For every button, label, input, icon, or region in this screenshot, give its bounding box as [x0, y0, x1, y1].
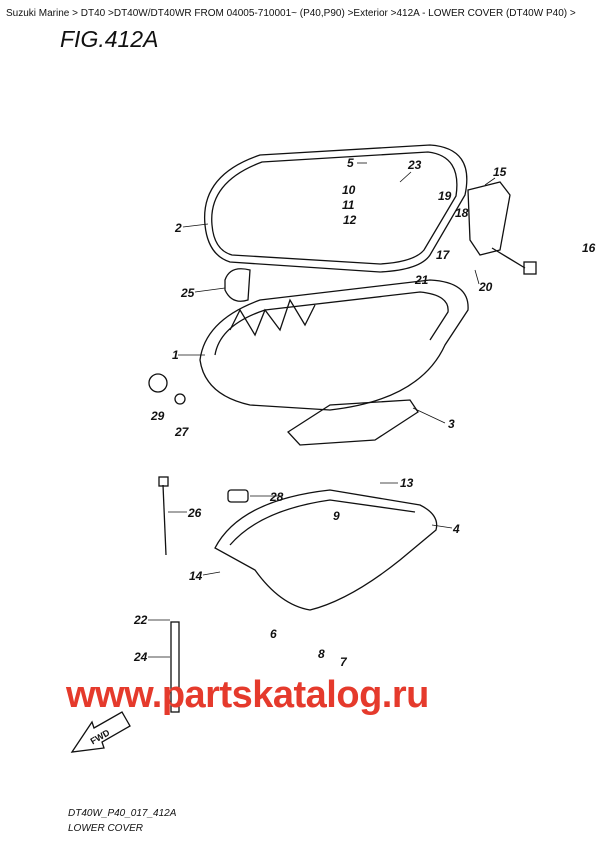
part-label-18[interactable]: 18 [455, 206, 469, 220]
grommet-29 [148, 373, 168, 393]
breadcrumb: Suzuki Marine > DT40 >DT40W/DT40WR FROM … [6, 8, 576, 20]
seal-ring [203, 144, 468, 273]
crumb-suzuki-marine[interactable]: Suzuki Marine [6, 8, 70, 19]
part-label-13[interactable]: 13 [400, 476, 414, 490]
crumb-model[interactable]: DT40W/DT40WR FROM 04005-710001~ (P40,P90… [113, 8, 345, 19]
bolt [491, 247, 526, 269]
grommet [224, 268, 251, 302]
part-label-20[interactable]: 20 [478, 280, 493, 294]
bracket [467, 181, 511, 256]
part-label-19[interactable]: 19 [438, 189, 452, 203]
plug-27 [174, 393, 186, 405]
crumb-sep: > [108, 8, 114, 19]
part-label-10[interactable]: 10 [342, 183, 356, 197]
part-label-21[interactable]: 21 [414, 273, 429, 287]
part-label-28[interactable]: 28 [269, 490, 284, 504]
figure-title: FIG.412A [60, 26, 159, 52]
crumb-exterior[interactable]: Exterior [353, 8, 388, 19]
fwd-arrow-icon [70, 711, 131, 753]
part-label-23[interactable]: 23 [407, 158, 422, 172]
part-label-2[interactable]: 2 [174, 221, 182, 235]
crumb-dt40[interactable]: DT40 [80, 8, 106, 19]
part-label-15[interactable]: 15 [493, 165, 507, 179]
part-label-6[interactable]: 6 [270, 627, 277, 641]
part-label-1[interactable]: 1 [172, 348, 179, 362]
part-label-24[interactable]: 24 [133, 650, 148, 664]
plug [227, 489, 249, 503]
part-label-5[interactable]: 5 [347, 156, 354, 170]
part-labels: 1 2 3 4 5 6 7 8 9 10 11 12 13 14 15 16 1… [89, 156, 596, 746]
cable-tie [162, 484, 167, 556]
part-label-8[interactable]: 8 [318, 647, 325, 661]
part-label-14[interactable]: 14 [189, 569, 203, 583]
part-label-22[interactable]: 22 [133, 613, 148, 627]
part-label-29[interactable]: 29 [150, 409, 165, 423]
hose [170, 621, 180, 713]
drawing-caption: LOWER COVER [68, 823, 144, 834]
crumb-sep: > [72, 8, 78, 19]
gasket [286, 399, 419, 446]
lower-cover-upper [199, 279, 469, 411]
part-label-27[interactable]: 27 [174, 425, 190, 439]
crumb-sep: > [390, 8, 397, 19]
part-label-16[interactable]: 16 [582, 241, 596, 255]
part-label-7[interactable]: 7 [340, 655, 348, 669]
crumb-sep: > [347, 8, 354, 19]
part-label-25[interactable]: 25 [180, 286, 195, 300]
watermark: www.partskatalog.ru [66, 674, 429, 716]
part-label-12[interactable]: 12 [343, 213, 357, 227]
lower-cover-lower [214, 489, 438, 611]
part-label-9[interactable]: 9 [333, 509, 340, 523]
part-label-11[interactable]: 11 [342, 198, 355, 212]
part-label-17[interactable]: 17 [436, 248, 451, 262]
part-label-3[interactable]: 3 [448, 417, 455, 431]
drawing-code: DT40W_P40_017_412A [68, 808, 177, 819]
part-label-26[interactable]: 26 [187, 506, 202, 520]
part-label-4[interactable]: 4 [452, 522, 460, 536]
crumb-current[interactable]: 412A - LOWER COVER (DT40W P40) [396, 8, 568, 19]
crumb-sep: > [569, 8, 576, 19]
